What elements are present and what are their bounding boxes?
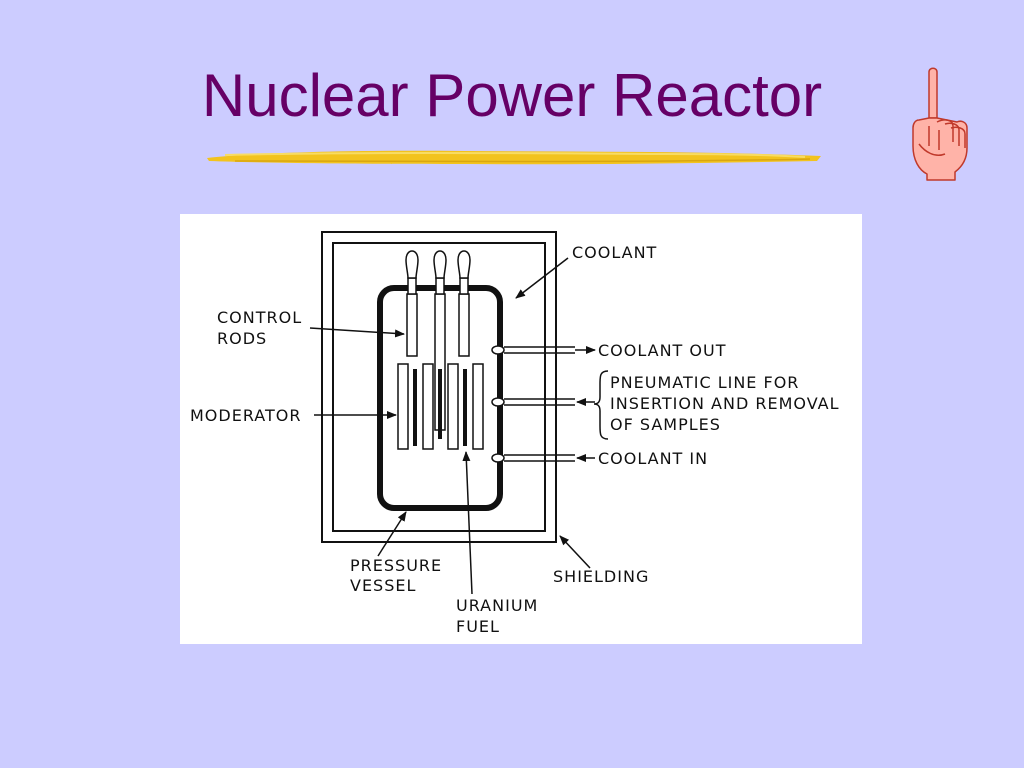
- pneumatic-brace: [593, 370, 609, 440]
- label-shielding: SHIELDING: [553, 567, 649, 586]
- flow-arrows: [575, 346, 596, 462]
- label-moderator: MODERATOR: [190, 406, 301, 425]
- label-control-rods-1: CONTROL: [217, 308, 302, 327]
- label-control-rods-2: RODS: [217, 329, 267, 348]
- label-pressure-vessel-2: VESSEL: [350, 576, 416, 595]
- pointing-hand-icon: [912, 67, 968, 181]
- label-uranium-fuel-2: FUEL: [456, 617, 500, 636]
- control-rods: [405, 250, 471, 431]
- leader-lines: [309, 257, 591, 595]
- label-pneumatic-1: PNEUMATIC LINE FOR: [610, 373, 799, 392]
- label-pneumatic-2: INSERTION AND REMOVAL: [610, 394, 840, 413]
- moderator-plates: [397, 363, 484, 450]
- slide-title: Nuclear Power Reactor: [201, 62, 823, 129]
- label-pressure-vessel-1: PRESSURE: [350, 556, 442, 575]
- brush-underline: [207, 150, 821, 165]
- ports: [491, 345, 575, 463]
- label-coolant-out: COOLANT OUT: [598, 341, 727, 360]
- reactor-diagram: COOLANT CONTROL RODS COOLANT OUT PNEUMAT…: [180, 214, 862, 644]
- uranium-fuel-rods: [413, 369, 467, 446]
- label-coolant-in: COOLANT IN: [598, 449, 708, 468]
- label-pneumatic-3: OF SAMPLES: [610, 415, 721, 434]
- shielding-box: [321, 231, 557, 543]
- label-coolant: COOLANT: [572, 243, 657, 262]
- label-uranium-fuel-1: URANIUM: [456, 596, 538, 615]
